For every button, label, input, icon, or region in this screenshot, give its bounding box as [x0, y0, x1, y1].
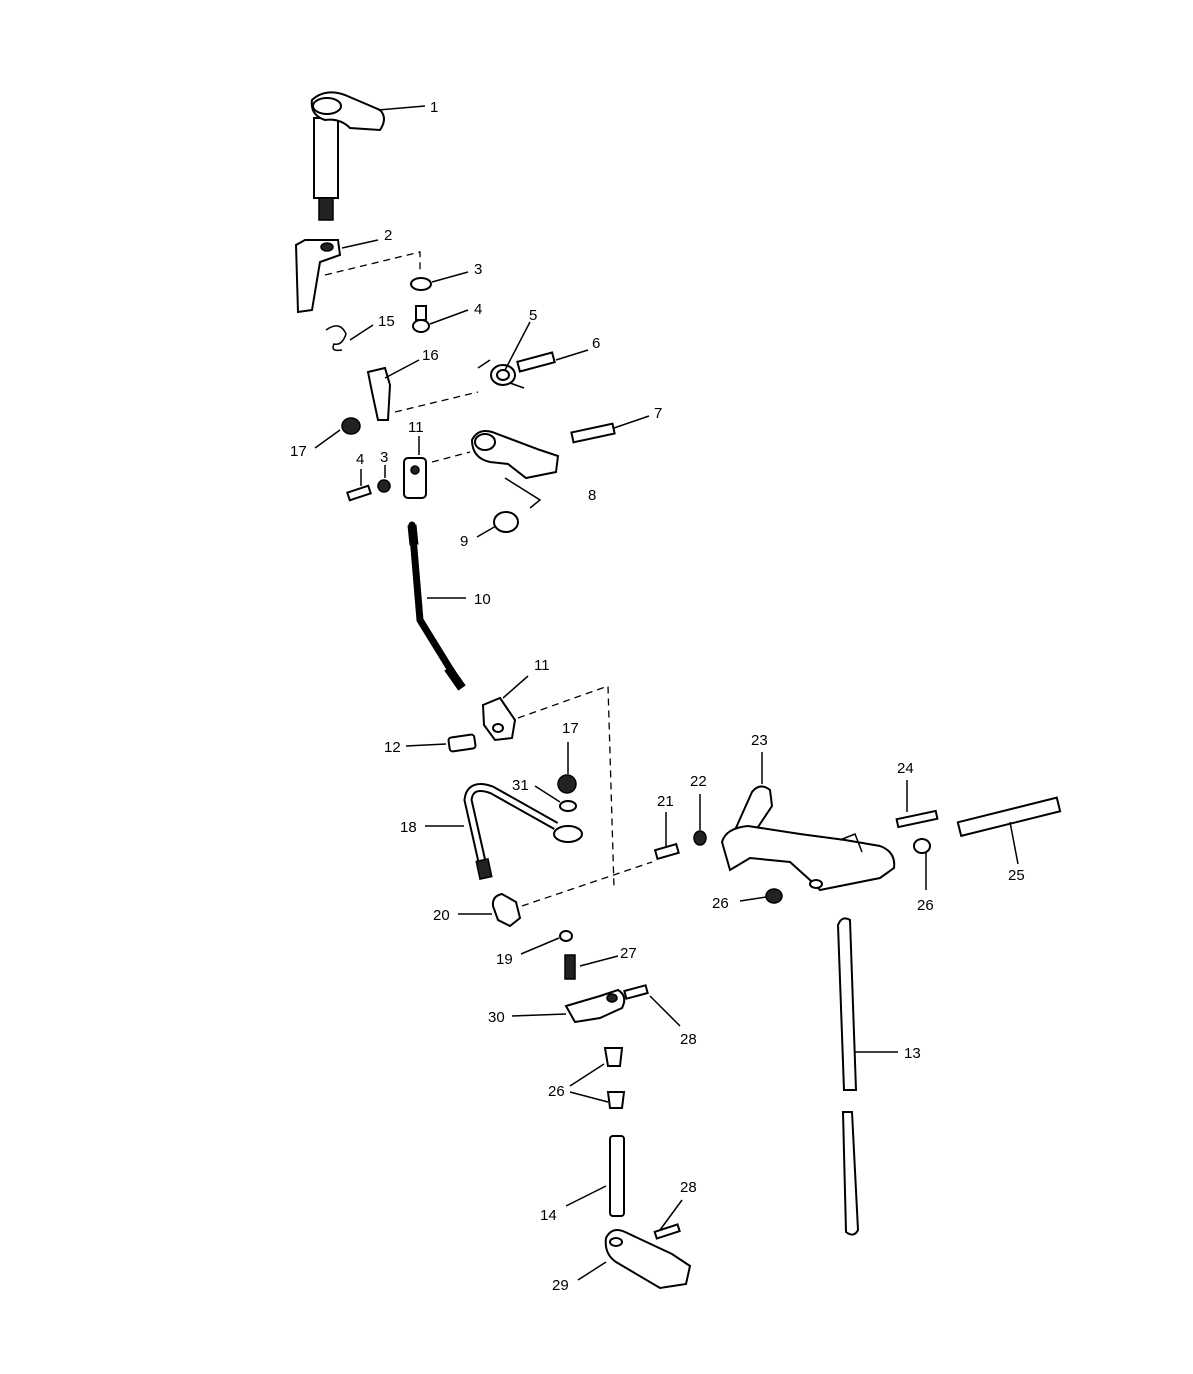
part-12-screw: [447, 733, 477, 753]
part-26-bushing-right: [913, 838, 931, 854]
part-21-screw: [653, 842, 680, 861]
part-1-shift-lever: [310, 91, 385, 221]
callout-6: 6: [592, 335, 600, 352]
callout-28-lower: 28: [680, 1179, 697, 1196]
part-20-sleeve: [491, 892, 522, 928]
callout-13: 13: [904, 1045, 921, 1062]
part-30-lever: [564, 988, 626, 1024]
part-26-bushing-left: [765, 888, 783, 904]
callout-31: 31: [512, 777, 529, 794]
part-13-rod: [836, 917, 860, 1236]
callout-8: 8: [588, 487, 596, 504]
part-19-washer: [559, 930, 573, 942]
callout-26-stack: 26: [548, 1083, 565, 1100]
part-14-rod: [609, 1135, 625, 1217]
callout-17: 17: [290, 443, 307, 460]
part-17-nut-mid: [557, 774, 577, 794]
callout-18: 18: [400, 819, 417, 836]
callout-10: 10: [474, 591, 491, 608]
callout-5: 5: [529, 307, 537, 324]
callout-1: 1: [430, 99, 438, 116]
callout-21: 21: [657, 793, 674, 810]
callout-28-upper: 28: [680, 1031, 697, 1048]
callout-11: 11: [408, 419, 424, 436]
callout-11-bottom: 11: [534, 657, 550, 674]
part-27-screw: [564, 954, 576, 980]
part-11-block-bottom: [481, 696, 517, 742]
part-6-stud: [516, 351, 556, 373]
part-16-bracket: [366, 366, 392, 421]
part-25-shaft: [956, 796, 1062, 838]
callout-4-left: 4: [356, 451, 364, 468]
part-4-screw-left: [346, 484, 372, 502]
callout-24: 24: [897, 760, 914, 777]
leader-lines: [314, 105, 1019, 1281]
callout-14: 14: [540, 1207, 557, 1224]
part-5-spring: [477, 359, 525, 389]
callout-labels: 1 2 3 4 15 5 6 16 7 17 11 3 4 8 9 10 11 …: [290, 99, 1025, 1294]
callout-16: 16: [422, 347, 439, 364]
callout-20: 20: [433, 907, 450, 924]
part-29-lever: [604, 1229, 692, 1290]
callout-3: 3: [474, 261, 482, 278]
callout-3-left: 3: [380, 449, 388, 466]
part-22-spring: [693, 830, 707, 846]
callout-26-left: 26: [712, 895, 729, 912]
part-10-rod: [408, 521, 464, 689]
callout-30: 30: [488, 1009, 505, 1026]
part-28-pin-upper: [623, 984, 649, 1000]
part-28-pin-lower: [653, 1223, 681, 1240]
callout-17-mid: 17: [562, 720, 579, 737]
part-23-throttle-arm: [720, 785, 896, 892]
callout-22: 22: [690, 773, 707, 790]
part-11-block-top: [403, 457, 427, 499]
part-26-bushing-upper: [603, 1047, 624, 1067]
callout-2: 2: [384, 227, 392, 244]
callout-7: 7: [654, 405, 662, 422]
callout-19: 19: [496, 951, 513, 968]
callout-23: 23: [751, 732, 768, 749]
part-3-washer: [410, 277, 432, 291]
part-3-washer-left: [377, 479, 391, 493]
part-9-nut: [493, 511, 519, 533]
part-8-lever: [470, 430, 560, 480]
callout-9: 9: [460, 533, 468, 550]
part-17-nut: [341, 417, 361, 435]
part-31-washer: [559, 800, 577, 812]
callout-12: 12: [384, 739, 401, 756]
callout-25: 25: [1008, 867, 1025, 884]
part-18-link: [463, 783, 583, 880]
part-4-screw: [412, 305, 430, 333]
part-2-lever-arm: [294, 239, 342, 314]
callout-4: 4: [474, 301, 482, 318]
part-26-bushing-lower: [606, 1091, 626, 1109]
part-15-clip: [325, 325, 347, 352]
part-7-stud: [570, 422, 616, 444]
callout-26-right: 26: [917, 897, 934, 914]
part-24-pin: [895, 809, 939, 829]
callout-29: 29: [552, 1277, 569, 1294]
callout-15: 15: [378, 313, 395, 330]
callout-27: 27: [620, 945, 637, 962]
